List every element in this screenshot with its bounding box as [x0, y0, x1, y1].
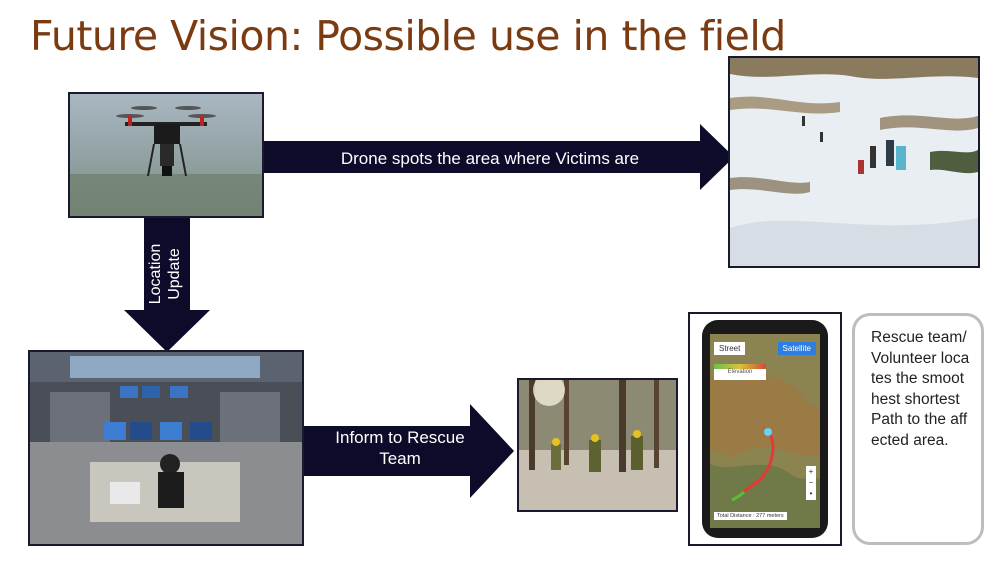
zoom-out-button[interactable]: − — [808, 478, 814, 487]
arrow-label-location-update: Location Update — [147, 243, 183, 305]
elevation-bar: Elevation — [714, 364, 766, 380]
arrow-drone-to-victims — [264, 124, 734, 190]
slide-title: Future Vision: Possible use in the field — [30, 12, 786, 60]
control-room-photo — [28, 350, 304, 546]
phone-screen: Street Satellite Elevation + − • Total D… — [710, 334, 820, 528]
satellite-button[interactable]: Satellite — [777, 342, 816, 355]
street-button[interactable]: Street — [714, 342, 746, 355]
arrow-label-drone-to-victims: Drone spots the area where Victims are — [340, 149, 640, 168]
rescue-team-photo — [517, 378, 678, 512]
arrow-label-inform-rescue: Inform to Rescue Team — [335, 428, 465, 468]
total-distance: Total Distance : 277 meters — [714, 512, 787, 520]
drone-photo — [68, 92, 264, 218]
victims-photo — [728, 56, 980, 268]
arrow-inform-rescue — [304, 404, 514, 498]
zoom-in-button[interactable]: + — [808, 467, 814, 476]
elevation-label: Elevation — [727, 369, 753, 375]
arrow-location-update — [124, 218, 210, 352]
zoom-controls: + − • — [806, 466, 816, 500]
rescue-note: Rescue team/Volunteer locates the smooth… — [852, 313, 984, 545]
phone-map: Street Satellite Elevation + − • Total D… — [688, 312, 842, 546]
compass-icon[interactable]: • — [809, 489, 813, 498]
elevation-gradient — [714, 364, 766, 369]
